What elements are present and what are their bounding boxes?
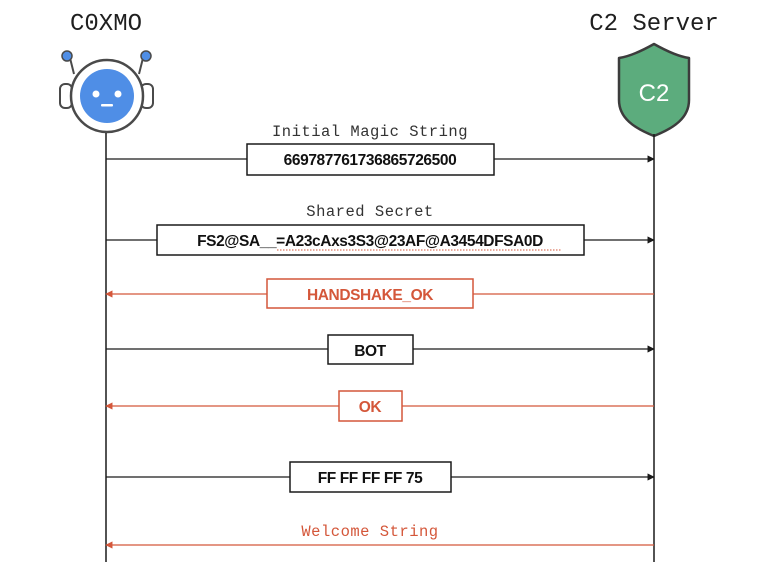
shield-icon: C2	[617, 42, 691, 138]
actor-left-title: C0XMO	[70, 11, 142, 38]
message-caption: Initial Magic String	[272, 123, 468, 141]
message-box	[266, 278, 474, 309]
message-box	[338, 390, 403, 422]
message-box	[246, 143, 495, 176]
message-handshake-ok: HANDSHAKE_OK	[105, 278, 654, 309]
message-caption: Shared Secret	[306, 203, 433, 221]
message-content: FS2@SA__=A23cAxs3S3@23AF@A3454DFSA0D	[197, 233, 543, 250]
shield-label: C2	[639, 80, 670, 107]
actor-right-title: C2 Server	[589, 11, 719, 38]
message-ff-bytes: FF FF FF FF 75	[106, 461, 655, 493]
message-ok: OK	[105, 390, 654, 422]
message-content: OK	[359, 399, 383, 416]
message-content: 669787761736865726500	[284, 152, 457, 169]
message-content: FF FF FF FF 75	[318, 470, 423, 487]
message-magic-string: Initial Magic String 6697877617368657265…	[106, 123, 655, 176]
message-content: BOT	[354, 343, 386, 360]
message-box	[327, 334, 414, 365]
robot-icon	[59, 50, 154, 134]
message-shared-secret: Shared Secret FS2@SA__=A23cAxs3S3@23AF@A…	[106, 203, 655, 256]
message-bot: BOT	[106, 334, 655, 365]
message-content: HANDSHAKE_OK	[307, 287, 434, 304]
message-caption: Welcome String	[301, 523, 438, 541]
message-box	[289, 461, 452, 493]
message-welcome: Welcome String	[105, 523, 654, 549]
